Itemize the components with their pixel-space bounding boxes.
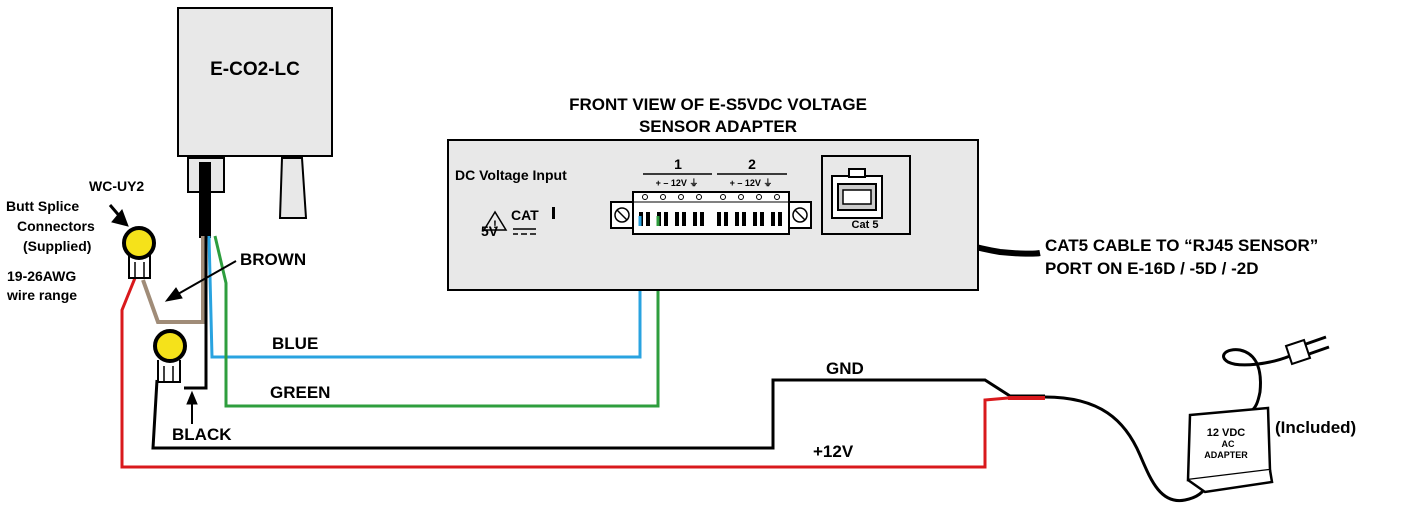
wire-range-line1: 19-26AWG (7, 268, 76, 284)
cat-bar (552, 207, 555, 219)
cat-label: CAT (511, 207, 539, 223)
terminal-block (610, 191, 812, 235)
green-wire (213, 218, 660, 408)
label-black: BLACK (172, 425, 232, 444)
red-12v-wire (120, 277, 1009, 469)
label-gnd: GND (826, 359, 864, 378)
label-brown: BROWN (240, 250, 306, 269)
rj45-port: Cat 5 (821, 155, 911, 235)
ac-plug-icon (1284, 335, 1330, 366)
port-label: Cat 5 (852, 219, 879, 231)
voltage-sensor-adapter: DC Voltage Input ! CAT 5V 1 2 + – 12V ⏚ … (447, 139, 979, 291)
black-wire-sensor (184, 236, 208, 390)
dc-input-label: DC Voltage Input (455, 167, 567, 183)
adapter-line3: ADAPTER (1204, 450, 1248, 460)
adapter-included: (Included) (1275, 418, 1356, 437)
pointer-arrows (108, 204, 237, 424)
cat5-label-line2: PORT ON E-16D / -5D / -2D (1045, 259, 1258, 278)
terminal-group-1: 1 (674, 156, 682, 172)
cable-jacket (199, 162, 211, 238)
connector-cap-bottom (153, 329, 187, 363)
svg-text:!: ! (493, 219, 497, 231)
sensor-label: E-CO2-LC (210, 59, 300, 80)
co2-sensor: E-CO2-LC (177, 7, 333, 238)
connector-desc-line1: Butt Splice (6, 198, 79, 214)
voltage-label: 5V (481, 223, 499, 239)
wire-range-line2: wire range (6, 287, 77, 303)
terminal-pins-2: + – 12V ⏚ (730, 178, 773, 188)
connector-desc-line3: (Supplied) (23, 238, 91, 254)
cat5-label-line1: CAT5 CABLE TO “RJ45 SENSOR” (1045, 236, 1318, 255)
connector-desc-line2: Connectors (17, 218, 95, 234)
connector-part-no: WC-UY2 (89, 178, 144, 194)
adapter-line1: 12 VDC (1207, 427, 1246, 439)
warning-icon: ! (482, 210, 508, 231)
dc-symbol-icon (513, 228, 536, 235)
power-adapter: 12 VDC AC ADAPTER (Included) (1186, 335, 1356, 494)
adapter-title-line1: FRONT VIEW OF E-S5VDC VOLTAGE (569, 95, 867, 114)
mounting-post (278, 157, 308, 219)
terminal-pins-1: + – 12V ⏚ (656, 178, 699, 188)
label-green: GREEN (270, 383, 330, 402)
connector-cap-top (122, 226, 156, 260)
label-12v: +12V (813, 442, 854, 461)
plug-cord-icon (1222, 348, 1291, 414)
adapter-line2: AC (1222, 439, 1235, 449)
sensor-housing (177, 7, 333, 157)
adapter-title-line2: SENSOR ADAPTER (639, 117, 797, 136)
label-blue: BLUE (272, 334, 318, 353)
butt-splice-bottom (153, 329, 187, 383)
adapter-dc-cord (1044, 395, 1209, 503)
butt-splice-top (122, 226, 156, 279)
terminal-group-2: 2 (748, 156, 756, 172)
